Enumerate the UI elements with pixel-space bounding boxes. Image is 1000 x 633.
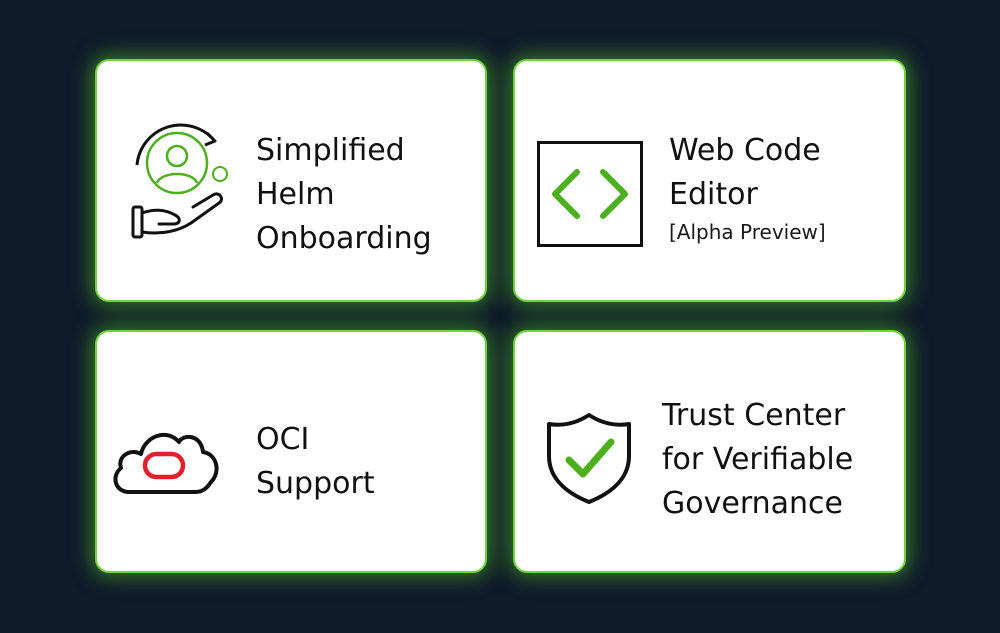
- title-line: Web Code: [669, 133, 821, 168]
- feature-title: OCI Support: [256, 418, 375, 506]
- helm-onboarding-icon: [131, 119, 231, 245]
- code-editor-icon: [537, 141, 643, 251]
- title-line: Support: [256, 466, 375, 501]
- title-line: for Verifiable: [662, 442, 854, 477]
- title-line: Onboarding: [256, 221, 432, 256]
- feature-card-trust-center: Trust Center for Verifiable Governance: [513, 330, 906, 573]
- shield-check-icon: [545, 412, 633, 508]
- feature-title: Simplified Helm Onboarding: [256, 129, 432, 261]
- title-line: Helm: [256, 177, 335, 212]
- preview-badge: [Alpha Preview]: [669, 220, 826, 244]
- title-line: Simplified: [256, 133, 405, 168]
- title-line: Trust Center: [662, 398, 846, 433]
- title-line: OCI: [256, 422, 310, 457]
- title-line: Governance: [662, 486, 843, 521]
- feature-title: Web Code Editor [Alpha Preview]: [669, 129, 826, 247]
- feature-card-helm-onboarding: Simplified Helm Onboarding: [95, 59, 487, 302]
- feature-card-web-code-editor: Web Code Editor [Alpha Preview]: [513, 59, 906, 302]
- feature-card-oci-support: OCI Support: [95, 330, 487, 573]
- oci-cloud-icon: [109, 416, 221, 500]
- title-line: Editor: [669, 177, 758, 212]
- feature-title: Trust Center for Verifiable Governance: [662, 394, 853, 526]
